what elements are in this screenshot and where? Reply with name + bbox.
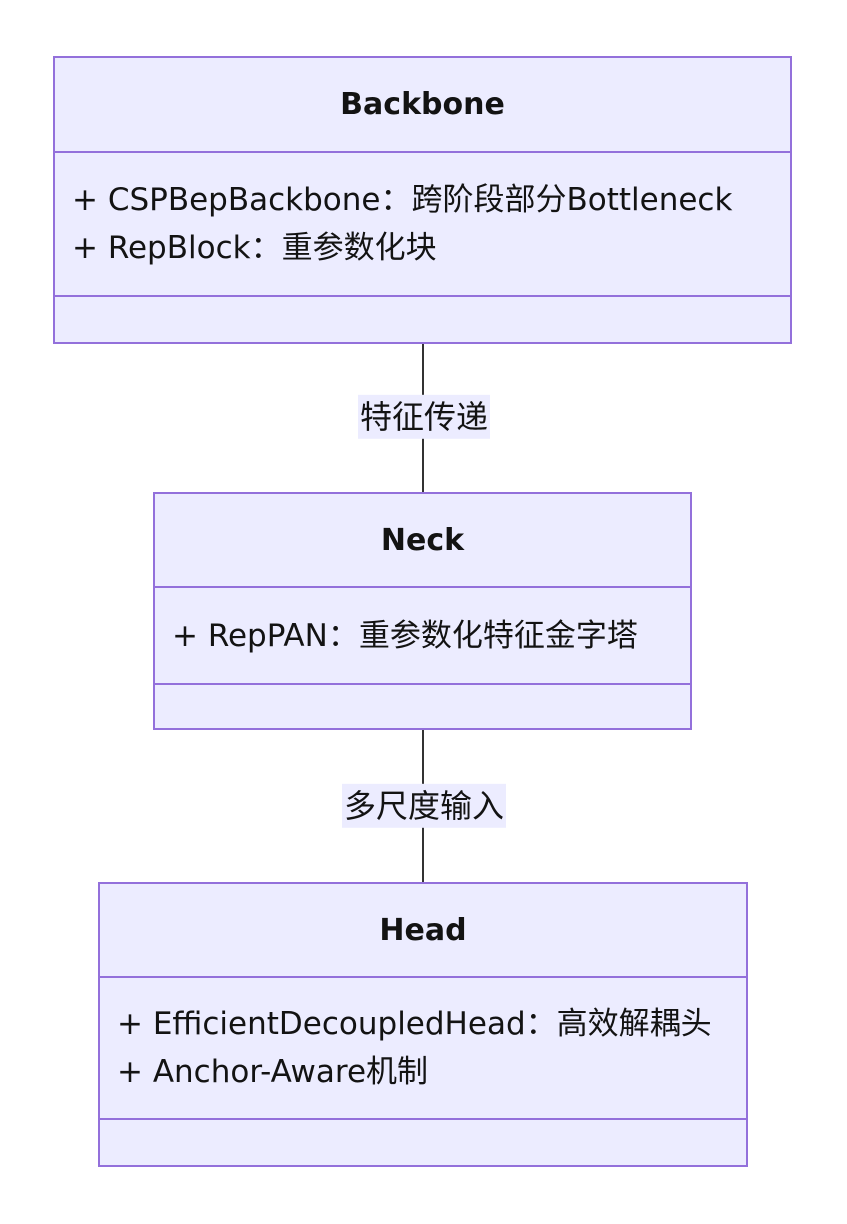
class-title-neck: Neck — [155, 494, 690, 588]
class-member: + CSPBepBackbone：跨阶段部分Bottleneck — [72, 182, 733, 218]
class-members-backbone: + CSPBepBackbone：跨阶段部分Bottleneck + RepBl… — [55, 153, 790, 297]
class-title-head: Head — [100, 884, 746, 978]
class-box-backbone: Backbone + CSPBepBackbone：跨阶段部分Bottlenec… — [53, 56, 792, 344]
class-box-neck: Neck + RepPAN：重参数化特征金字塔 — [153, 492, 692, 730]
class-empty-section — [55, 297, 790, 342]
edge-label-feature-pass: 特征传递 — [357, 394, 491, 440]
class-member: + RepBlock：重参数化块 — [72, 230, 437, 266]
class-members-head: + EfficientDecoupledHead：高效解耦头 + Anchor-… — [100, 978, 746, 1120]
class-member: + RepPAN：重参数化特征金字塔 — [172, 617, 638, 654]
class-empty-section — [100, 1120, 746, 1165]
class-members-neck: + RepPAN：重参数化特征金字塔 — [155, 588, 690, 685]
class-empty-section — [155, 685, 690, 728]
edge-label-multiscale-input: 多尺度输入 — [341, 783, 507, 829]
class-box-head: Head + EfficientDecoupledHead：高效解耦头 + An… — [98, 882, 748, 1167]
class-member: + Anchor-Aware机制 — [117, 1054, 429, 1090]
class-title-backbone: Backbone — [55, 58, 790, 153]
class-member: + EfficientDecoupledHead：高效解耦头 — [117, 1006, 712, 1042]
